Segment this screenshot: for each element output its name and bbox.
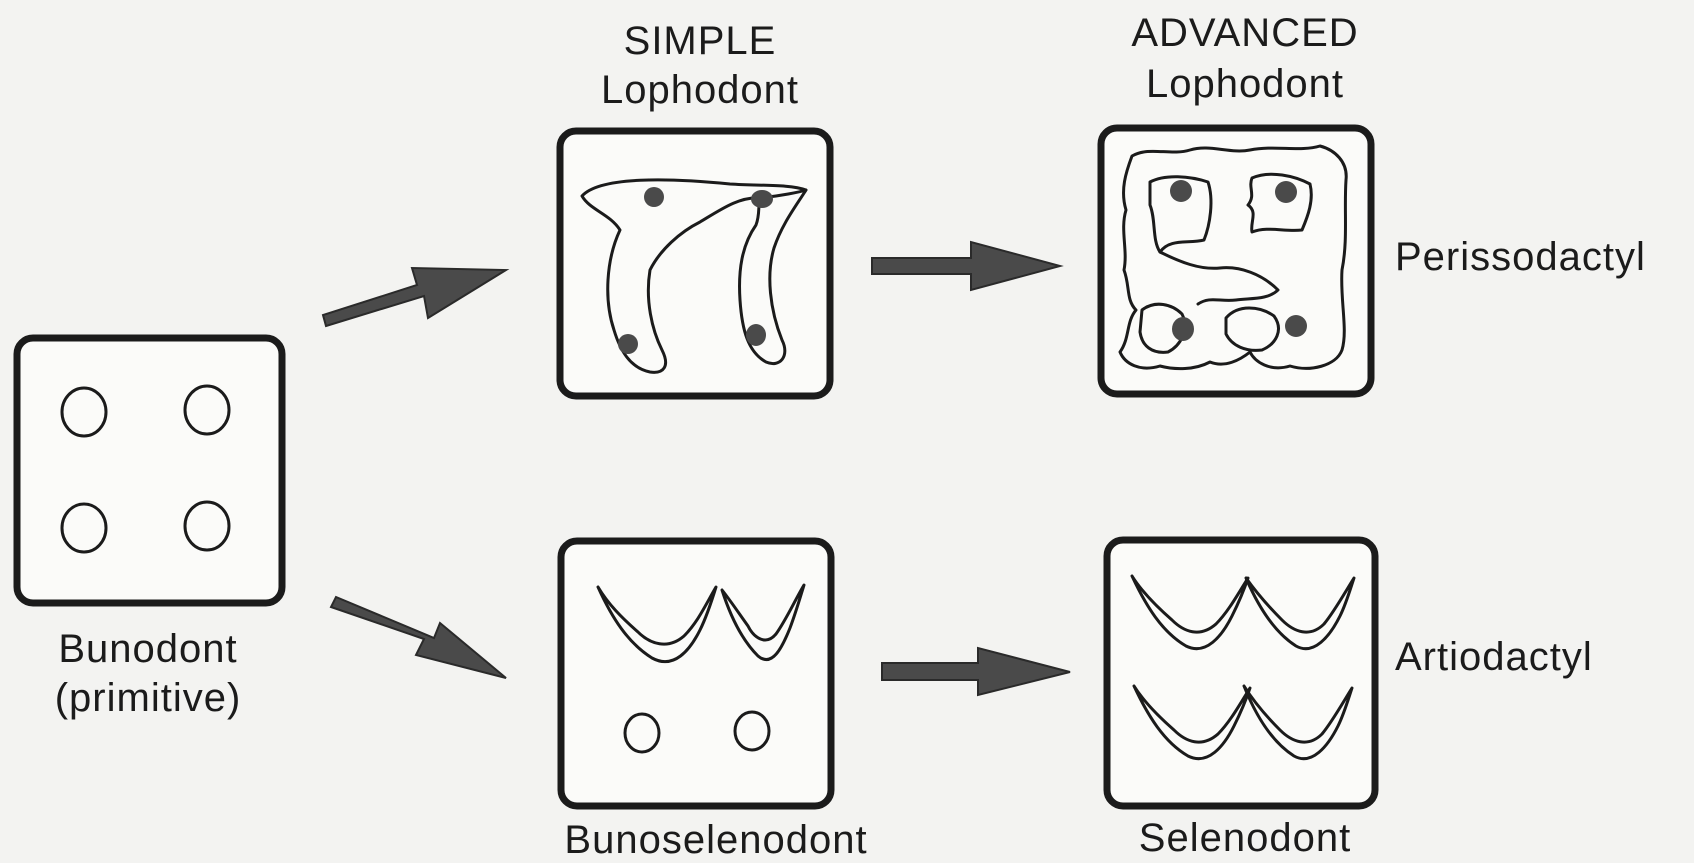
cusp-dot — [1170, 180, 1192, 202]
selenodont-tooth — [1107, 540, 1375, 806]
arrow-to-advanced-lophodont — [872, 242, 1060, 290]
cusp-dot — [1285, 315, 1307, 337]
artiodactyl-label: Artiodactyl — [1395, 635, 1593, 679]
arrow-to-bunoselenodont — [331, 597, 506, 678]
advanced-lophodont-name: Lophodont — [1146, 62, 1344, 106]
arrow-to-simple-lophodont — [323, 268, 506, 326]
cusp-dot — [746, 324, 766, 346]
bunoselenodont-label: Bunoselenodont — [564, 818, 867, 862]
bunoselenodont-tooth — [561, 541, 831, 806]
selenodont-label: Selenodont — [1139, 816, 1351, 860]
bunodont-note: (primitive) — [55, 676, 242, 720]
cusp-dot — [618, 334, 638, 354]
bunodont-label: Bunodont — [58, 627, 237, 671]
cusp-dot — [751, 190, 773, 208]
perissodactyl-label: Perissodactyl — [1395, 235, 1646, 279]
cusp-dot — [1172, 317, 1194, 341]
simple-lophodont-title: SIMPLE — [624, 19, 777, 63]
simple-lophodont-tooth — [560, 131, 830, 396]
advanced-lophodont-title: ADVANCED — [1131, 11, 1358, 55]
advanced-lophodont-tooth — [1101, 128, 1371, 394]
arrow-to-selenodont — [882, 648, 1070, 695]
simple-lophodont-name: Lophodont — [601, 68, 799, 112]
cusp-dot — [644, 187, 664, 207]
bunodont-tooth — [17, 338, 282, 603]
cusp-dot — [1275, 181, 1297, 203]
